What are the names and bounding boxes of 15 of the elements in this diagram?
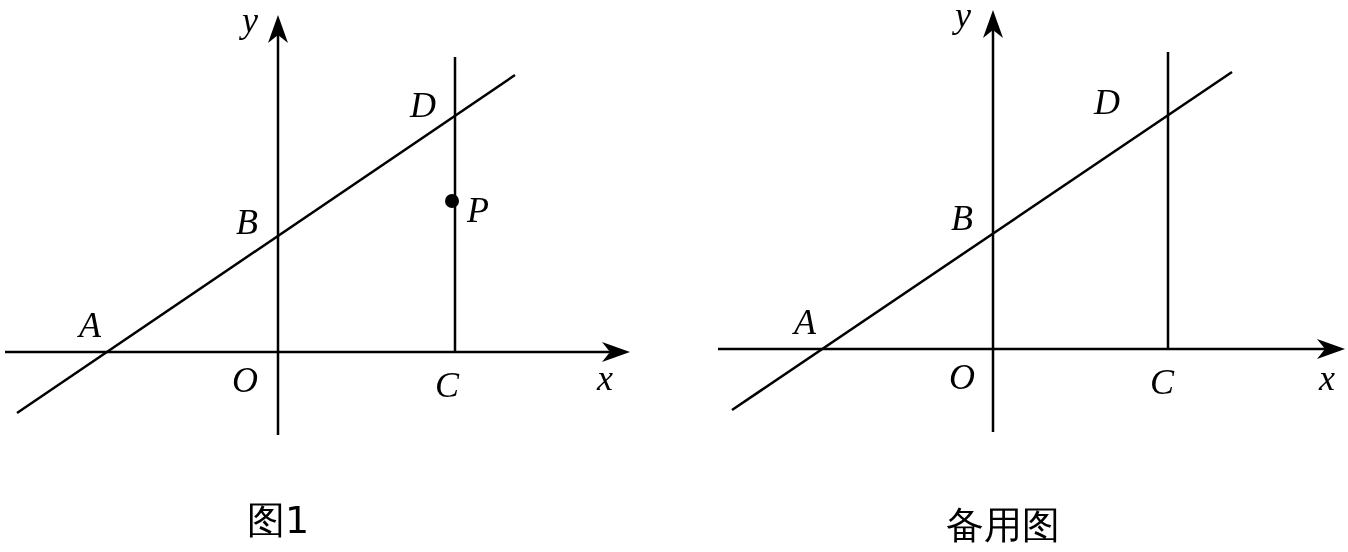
point-label: D (410, 87, 436, 123)
point-label: D (1094, 84, 1120, 120)
axis-label: x (597, 360, 613, 396)
point-label: A (79, 307, 101, 343)
point-label: P (467, 192, 489, 228)
point-label: O (949, 359, 975, 395)
point-label: C (435, 367, 459, 403)
point-label: A (794, 304, 816, 340)
figure-caption: 备用图 (946, 506, 1060, 544)
figure-caption: 图1 (246, 501, 310, 539)
point-label: C (1150, 364, 1174, 400)
point-label: B (236, 204, 258, 240)
point-label: O (232, 362, 258, 398)
point-label: B (951, 200, 973, 236)
axis-label: x (1319, 360, 1335, 396)
